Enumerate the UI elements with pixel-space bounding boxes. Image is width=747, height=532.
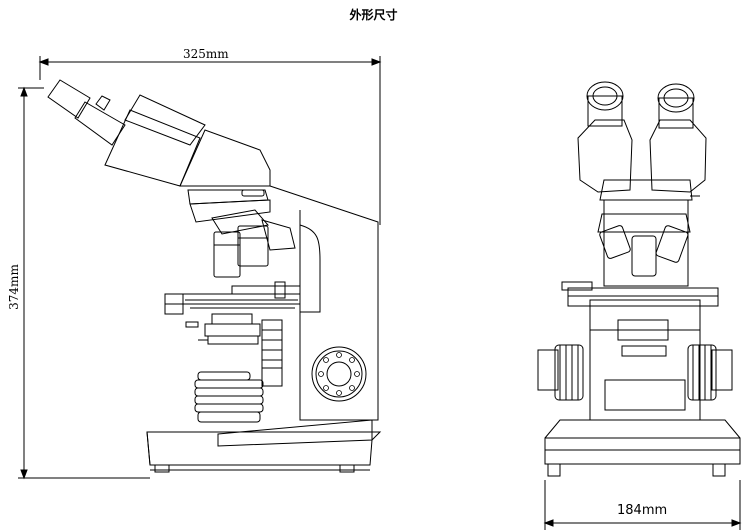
- focus-knob-right: [687, 344, 733, 401]
- condenser-side: [198, 313, 283, 387]
- focus-knob-left: [537, 344, 584, 401]
- base-width-dimension-label: 184mm: [617, 503, 668, 518]
- height-dimension-line: [18, 86, 150, 480]
- eyepieces-front: [586, 81, 695, 129]
- stage-side: [164, 281, 301, 328]
- side-arm: [269, 185, 379, 421]
- side-view: [18, 56, 382, 480]
- width-dimension-line: [38, 56, 382, 225]
- nosepiece-side: [211, 209, 296, 278]
- focus-knob-side: [311, 346, 367, 402]
- head-side: [47, 79, 271, 223]
- illuminator-side: [194, 371, 264, 423]
- objectives-front: [597, 213, 691, 277]
- side-base: [146, 419, 382, 473]
- front-base: [544, 419, 741, 477]
- head-front: [577, 119, 707, 201]
- width-dimension-label: 325mm: [183, 47, 229, 61]
- base-width-dimension-line: [543, 480, 742, 530]
- front-column: [589, 199, 701, 421]
- diagram-title: 外形尺寸: [349, 8, 398, 22]
- front-view: [537, 81, 742, 530]
- stage-front: [561, 281, 719, 357]
